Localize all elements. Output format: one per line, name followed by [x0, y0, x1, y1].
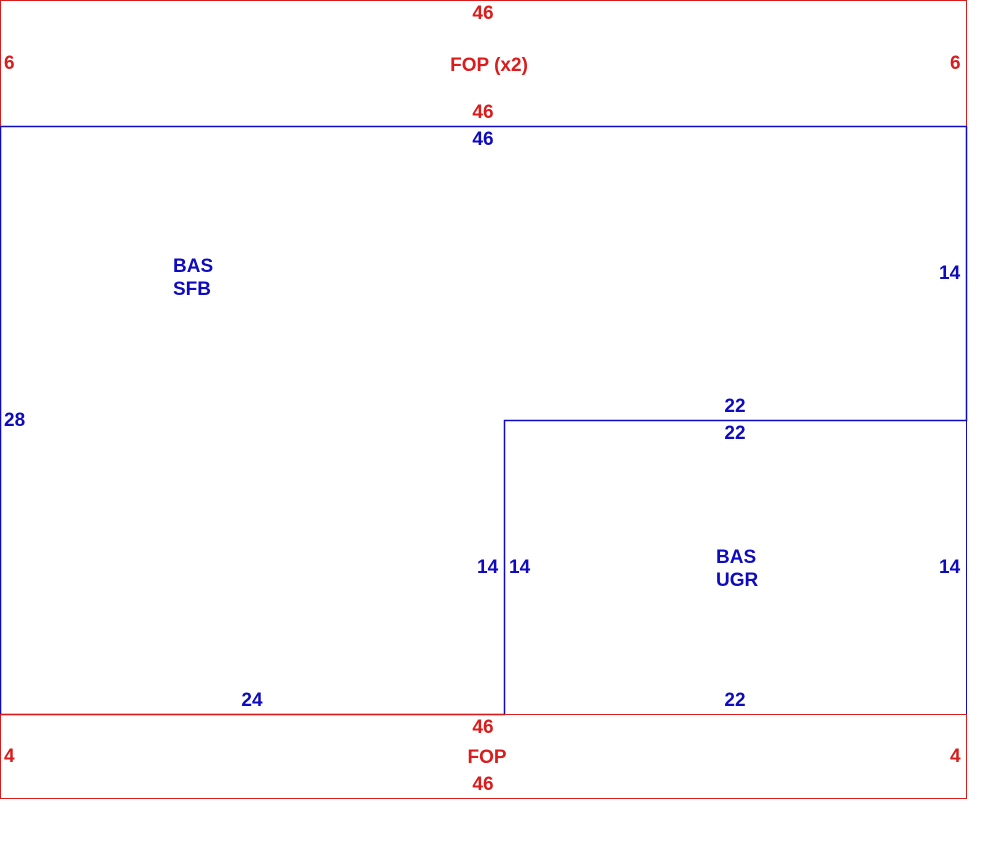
fop-bottom-name: FOP: [467, 747, 507, 768]
fop-top-dim-top: 46: [472, 3, 494, 24]
fop-bottom-rect: [0, 714, 967, 799]
bas-ugr-name: BAS UGR: [716, 546, 758, 592]
bas-ugr-dim-bottom: 22: [724, 690, 746, 711]
bas-sfb-dim-notch-top: 22: [724, 396, 746, 417]
bas-ugr-dim-right: 14: [939, 557, 961, 578]
fop-bottom-dim-right: 4: [950, 746, 961, 767]
bas-ugr-name-line2: UGR: [716, 570, 759, 591]
fop-top-dim-bottom: 46: [472, 102, 494, 123]
fop-top-dim-left: 6: [4, 53, 15, 74]
bas-sfb-dim-top: 46: [472, 129, 494, 150]
bas-ugr-name-line1: BAS: [716, 547, 757, 568]
bas-sfb-dim-notch-side: 14: [477, 557, 499, 578]
bas-sfb-name: BAS SFB: [173, 255, 213, 301]
bas-sfb-name-line1: BAS: [173, 256, 214, 277]
bas-sfb-dim-bottom: 24: [241, 690, 263, 711]
bas-ugr-dim-top: 22: [724, 423, 746, 444]
fop-bottom-dim-bottom: 46: [472, 774, 494, 795]
bas-sfb-name-line2: SFB: [173, 279, 211, 300]
fop-bottom-dim-left: 4: [4, 746, 15, 767]
bas-ugr-dim-left: 14: [509, 557, 531, 578]
bas-sfb-dim-right: 14: [939, 263, 961, 284]
bas-sfb-dim-left: 28: [4, 410, 26, 431]
fop-top-dim-right: 6: [950, 53, 961, 74]
fop-top-name: FOP (x2): [450, 55, 528, 76]
fop-bottom-dim-top: 46: [472, 717, 494, 738]
